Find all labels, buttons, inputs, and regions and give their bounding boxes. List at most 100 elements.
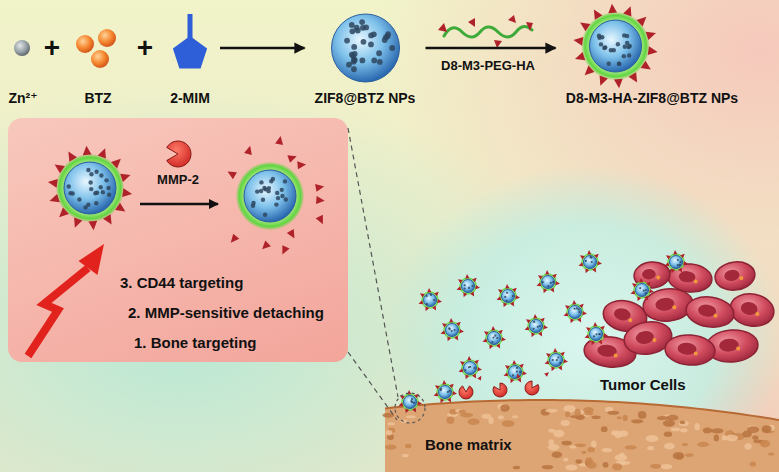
drug-dot <box>426 295 428 297</box>
node-label: D8-M3-HA-ZIF8@BTZ NPs <box>562 90 743 107</box>
drug-dot <box>89 187 93 191</box>
mof-core <box>589 20 641 72</box>
peptide-triangle <box>412 408 418 414</box>
peptide-triangle <box>472 276 478 282</box>
peptide-triangle <box>560 350 566 356</box>
bone-pore <box>575 459 582 464</box>
drug-dot <box>359 58 365 64</box>
peptide-triangle <box>287 152 298 162</box>
peptide-triangle <box>82 145 92 155</box>
peptide-triangle <box>530 332 535 338</box>
peptide-triangle <box>563 359 568 364</box>
drug-dot <box>556 359 558 361</box>
bone-pore <box>512 415 518 418</box>
bone-pore <box>569 445 576 448</box>
peptide-triangle <box>501 337 506 342</box>
peptide-triangle <box>482 338 487 343</box>
polymer-label: D8-M3-PEG-HA <box>441 58 535 74</box>
enzyme-label: MMP-2 <box>157 172 199 188</box>
drug-dot <box>251 201 255 205</box>
bone-pore <box>459 410 466 414</box>
peptide-triangle <box>449 318 454 323</box>
drug-dot <box>449 328 451 330</box>
peptide-triangle <box>510 302 516 308</box>
peptide-triangle <box>553 348 558 353</box>
peptide-triangle <box>452 391 457 396</box>
bone-pore <box>602 448 612 452</box>
peptide-triangle <box>613 79 623 89</box>
drug-dot <box>519 371 521 373</box>
bone-pore <box>545 409 557 413</box>
drug-dot <box>677 259 679 261</box>
drug-dot <box>532 328 534 330</box>
bone-pore <box>587 447 594 452</box>
peptide-triangle <box>598 340 604 346</box>
peptide-triangle <box>563 312 568 317</box>
mof-core <box>502 290 515 303</box>
bone-pore <box>663 420 675 427</box>
peptide-triangle <box>470 292 476 298</box>
peptide-triangle <box>543 325 548 330</box>
bone-pore <box>625 445 637 449</box>
bone-pore <box>673 452 685 460</box>
drug-dot <box>606 62 610 66</box>
peptide-triangle <box>446 336 451 342</box>
peptide-triangle <box>569 318 574 324</box>
peptide-triangle <box>259 241 271 253</box>
bone-pore <box>563 405 575 413</box>
bone-pore <box>612 463 622 470</box>
peptide-triangle <box>525 318 531 324</box>
peptide-triangle <box>577 19 590 32</box>
bone-pore <box>620 461 630 465</box>
peptide-triangle <box>593 322 598 327</box>
drug-dot <box>99 173 103 177</box>
bone-pore <box>500 404 510 411</box>
bone-pore <box>615 454 628 460</box>
peptide-triangle <box>578 262 583 267</box>
peptide-triangle <box>316 215 327 226</box>
peptide-triangle <box>636 14 649 27</box>
mof-core <box>530 320 543 333</box>
mof-core <box>590 328 603 341</box>
peptide-triangle <box>434 290 440 296</box>
bone-pore <box>631 419 643 423</box>
bone-pore <box>502 420 515 427</box>
peptide-triangle <box>465 274 470 279</box>
drug-dot <box>411 398 413 400</box>
drug-dot <box>389 45 395 51</box>
drug-dot <box>542 281 544 283</box>
peptide-triangle <box>645 29 657 40</box>
peptide-triangle <box>122 188 132 198</box>
peptide-triangle <box>515 295 520 300</box>
bone-pore <box>591 441 597 448</box>
peptide-triangle <box>524 326 529 331</box>
bone-pore <box>498 415 504 419</box>
node-label: 2-MIM <box>166 90 214 107</box>
bone-pore <box>638 411 647 419</box>
drug-dot <box>94 170 98 174</box>
bone-pore <box>664 431 672 436</box>
drug-dot <box>645 292 647 294</box>
bone-pore <box>565 464 577 470</box>
bone-pore <box>467 419 479 425</box>
drug-dot <box>351 44 357 50</box>
drug-dot <box>496 337 498 339</box>
bone-pore <box>591 415 600 419</box>
drug-dot <box>280 194 284 198</box>
peptide-triangle <box>631 282 637 288</box>
peptide-triangle <box>555 281 560 286</box>
drug-dot <box>626 53 630 57</box>
bone-pore <box>561 441 572 446</box>
drug-dot <box>559 362 561 364</box>
peptide-triangle <box>56 208 69 221</box>
drug-dot <box>624 34 628 38</box>
text-holder: 1. Bone targeting <box>134 334 257 352</box>
node-picture <box>8 118 348 362</box>
peptide-triangle <box>488 344 493 350</box>
drug-dot <box>589 256 591 258</box>
bone-pore <box>768 452 774 455</box>
bone-pore <box>386 430 393 435</box>
drug-dot <box>359 19 365 25</box>
drug-dot <box>593 335 595 337</box>
peptide-triangle <box>316 196 325 205</box>
